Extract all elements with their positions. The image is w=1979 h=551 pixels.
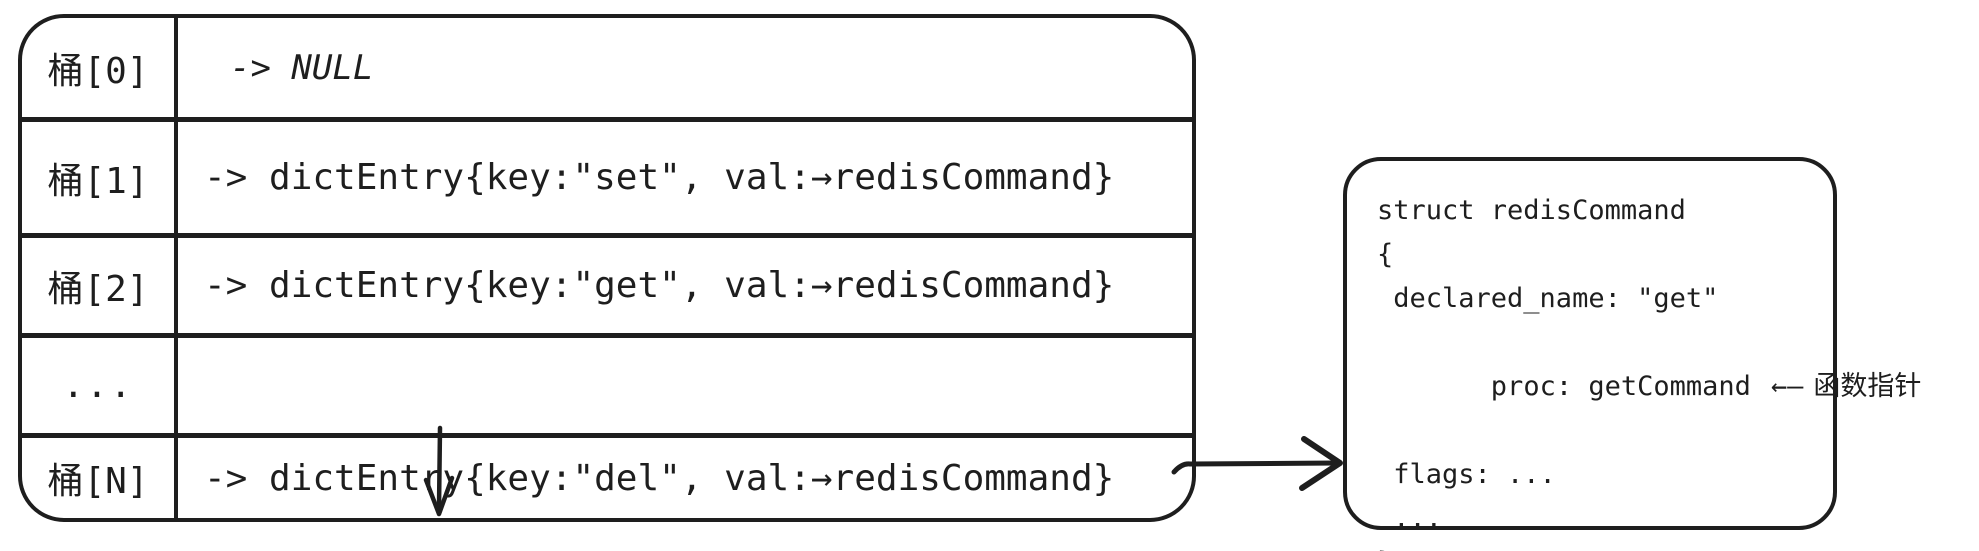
- struct-line-4: flags: ...: [1377, 459, 1556, 490]
- bucket-label-0: 桶[0]: [47, 50, 149, 92]
- value-cell-0: -> NULL: [178, 18, 1192, 117]
- bucket-cell-0: 桶[0]: [22, 18, 178, 117]
- value-cell-n: -> dictEntry{key:"del", val:→redisComman…: [178, 433, 1192, 518]
- bucket-cell-n: 桶[N]: [22, 433, 178, 518]
- struct-line-proc: proc: getCommand: [1474, 371, 1751, 402]
- bucket-label-ellipsis: ...: [62, 365, 134, 406]
- annotation-left-arrow-icon: ←—: [1770, 371, 1804, 402]
- value-cell-ellipsis: [178, 333, 1192, 517]
- struct-line-5: ...: [1377, 503, 1443, 534]
- value-text-0: -> NULL: [230, 47, 374, 88]
- bucket-cell-ellipsis: ...: [22, 333, 178, 433]
- pointer-arrow-icon: [1168, 426, 1358, 504]
- value-cell-2: -> dictEntry{key:"get", val:→redisComman…: [178, 233, 1192, 333]
- struct-box: struct redisCommand { declared_name: "ge…: [1343, 157, 1922, 551]
- value-cell-1: -> dictEntry{key:"set", val:→redisComman…: [178, 117, 1192, 233]
- bucket-cell-2: 桶[2]: [22, 233, 178, 333]
- bucket-label-2: 桶[2]: [47, 268, 149, 310]
- bucket-label-1: 桶[1]: [47, 160, 149, 202]
- bucket-cell-1: 桶[1]: [22, 117, 178, 233]
- struct-line-0: struct redisCommand: [1377, 195, 1686, 226]
- struct-line-6: }: [1377, 541, 1833, 551]
- hash-table: 桶[0] -> NULL 桶[1] -> dictEntry{key:"set"…: [18, 14, 1196, 522]
- value-text-2: -> dictEntry{key:"get", val:→redisComman…: [204, 265, 1115, 306]
- struct-line-2: declared_name: "get": [1377, 283, 1719, 314]
- down-arrow-icon: [412, 340, 585, 518]
- struct-line-1: {: [1377, 239, 1394, 270]
- bucket-label-n: 桶[N]: [47, 461, 149, 502]
- value-text-n: -> dictEntry{key:"del", val:→redisComman…: [204, 457, 1115, 499]
- annotation-label: 函数指针: [1813, 371, 1922, 402]
- struct-line-3: proc: getCommand ←— 函数指针: [1377, 321, 1922, 453]
- value-text-1: -> dictEntry{key:"set", val:→redisComman…: [204, 157, 1115, 198]
